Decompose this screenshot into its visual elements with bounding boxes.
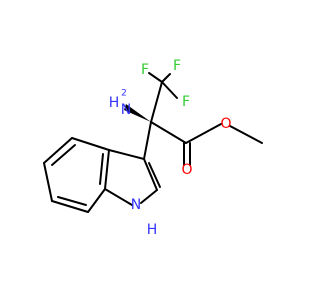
molecule-canvas: F F F H N 2 O O N H — [43, 58, 263, 238]
fluorine-top-right-label: F — [173, 58, 181, 74]
indole-n-label: N — [131, 197, 141, 213]
molecule-structure: F F F H N 2 O O N H — [43, 58, 263, 238]
bond-c3a-c7a-inner — [99, 153, 104, 185]
bond-c7-c7a — [87, 188, 106, 213]
fluorine-top-left-label: F — [141, 62, 149, 78]
bond-oxygen-methyl — [229, 125, 263, 144]
bond-c6-c7 — [51, 200, 89, 213]
bond-layer — [43, 72, 263, 213]
indole-h-label: H — [147, 222, 158, 238]
wedge-bond-amine — [124, 104, 151, 122]
bond-cf-right — [161, 81, 178, 99]
bond-ester-carbon-oxygen — [185, 123, 222, 144]
carbonyl-oxygen-label: O — [181, 162, 192, 178]
bond-cf-top-right — [161, 73, 171, 83]
bond-quaternary-indole-c3 — [143, 121, 152, 160]
bond-c3-c3a — [108, 149, 145, 160]
bond-c5-c6 — [43, 162, 53, 202]
amine-n-label: N — [121, 102, 131, 118]
bond-c3-c2-inner — [148, 162, 161, 188]
bond-c4-c5 — [43, 137, 73, 164]
bond-cf3-quaternary — [150, 81, 163, 123]
bond-c2-n1 — [140, 189, 158, 204]
amine-h-label: H — [109, 95, 120, 111]
ester-oxygen-label: O — [220, 116, 231, 132]
bond-c3a-c4 — [71, 137, 110, 151]
bond-cf-top-left — [148, 72, 163, 83]
bond-quaternary-ester-carbon — [150, 121, 187, 144]
bond-c3-c2-outer — [143, 158, 158, 191]
bond-c3a-c7a — [104, 149, 110, 190]
amine-subscript-label: 2 — [121, 89, 127, 99]
bond-c4-c5-inner — [51, 144, 76, 166]
bond-n1-c7a — [104, 188, 133, 206]
bond-c6-c7-inner — [57, 196, 87, 206]
fluorine-right-label: F — [182, 94, 190, 110]
